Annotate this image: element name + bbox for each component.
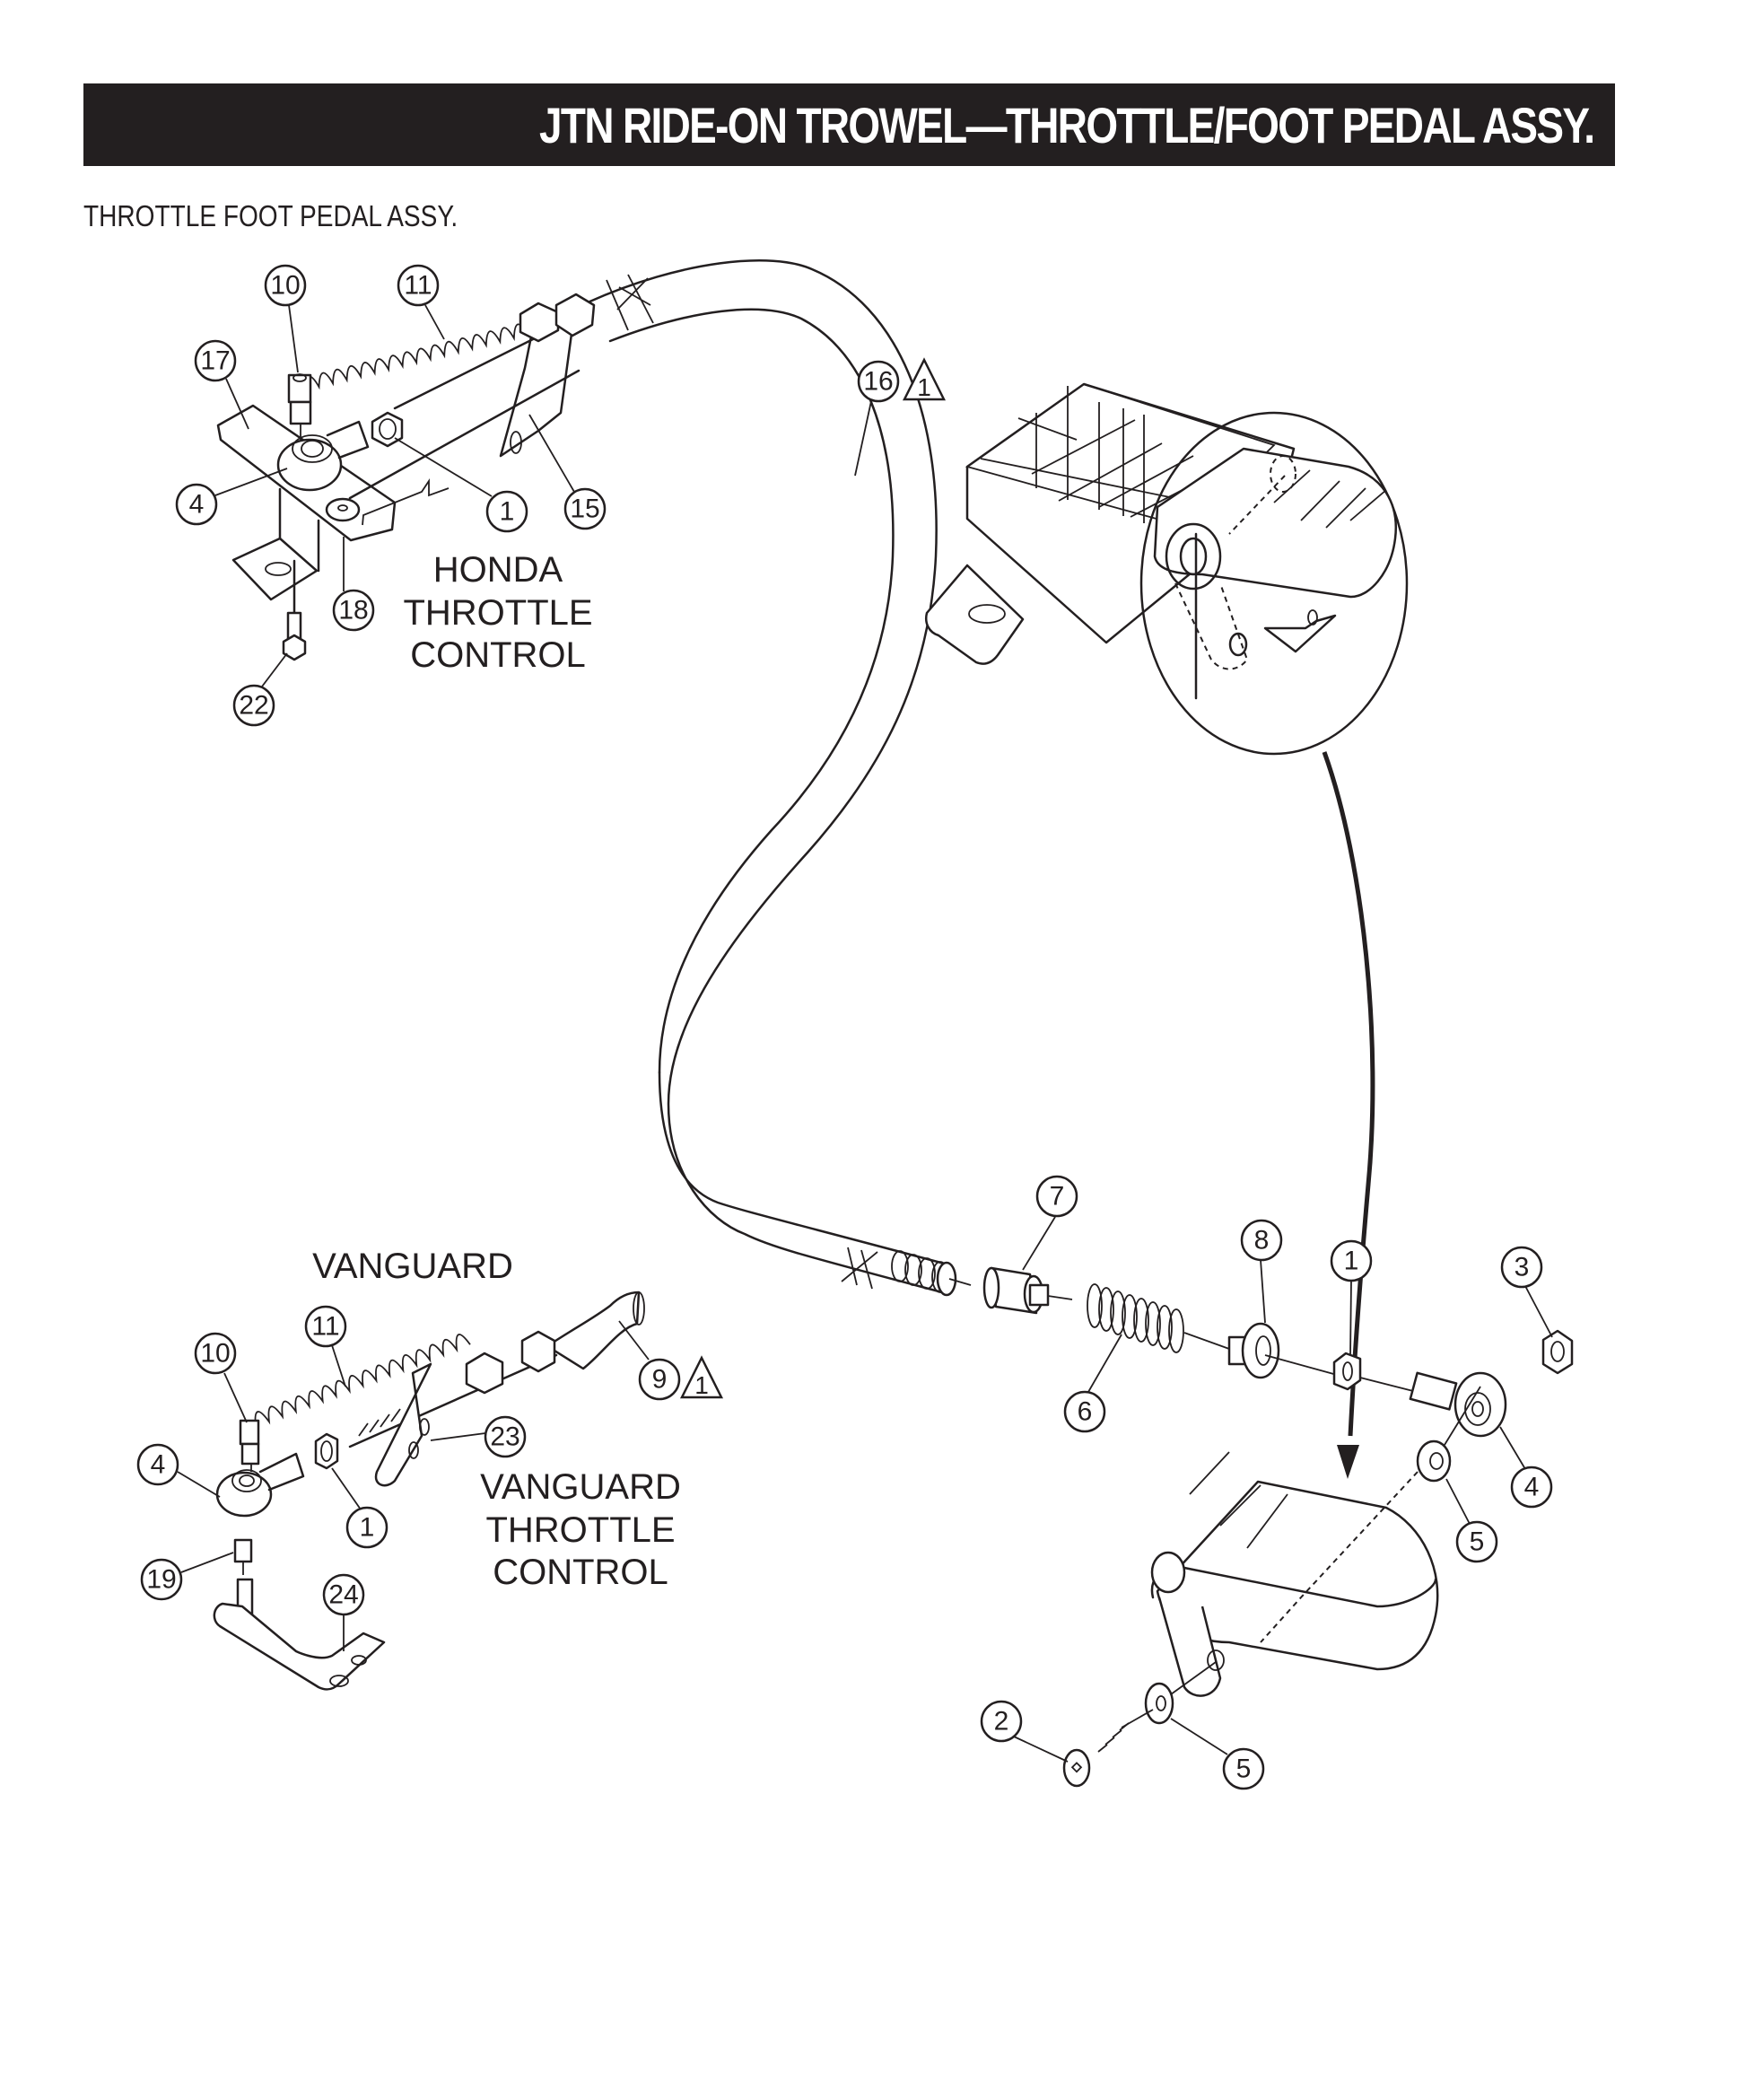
pedal-hardware [982,1266,1574,1483]
callout-part: 6 [1063,1390,1106,1433]
callout-part: 1 [345,1506,388,1549]
svg-text:3: 3 [1515,1253,1530,1282]
callout-part: 24 [322,1573,365,1616]
callout-part: 10 [194,1332,237,1375]
svg-text:22: 22 [239,691,268,721]
callout-part: 9 [638,1358,681,1401]
svg-text:7: 7 [1050,1182,1065,1212]
callout-part: 10 [264,264,307,307]
svg-text:10: 10 [270,271,300,301]
svg-text:5: 5 [1470,1527,1485,1557]
svg-text:9: 9 [652,1365,668,1395]
callout-part: 16 [857,360,900,403]
svg-text:23: 23 [490,1422,519,1452]
throttle-cable [586,259,972,1297]
svg-text:5: 5 [1236,1754,1252,1784]
svg-text:THROTTLE: THROTTLE [403,593,592,633]
detail-arrow [1322,751,1375,1479]
svg-text:17: 17 [200,346,230,376]
svg-text:6: 6 [1078,1397,1093,1427]
throttle-pedal [1062,1451,1439,1788]
note-triangle-icon: 1 [679,1355,724,1399]
callout-part: 7 [1035,1175,1078,1218]
honda-throttle-assembly [216,293,596,661]
svg-text:CONTROL: CONTROL [493,1553,668,1592]
callout-part: 19 [140,1558,183,1601]
vanguard-label: VANGUARD THROTTLE CONTROL [480,1467,681,1592]
svg-text:1: 1 [694,1371,709,1399]
callout-part: 15 [563,487,607,530]
svg-text:THROTTLE: THROTTLE [485,1510,675,1550]
svg-text:1: 1 [500,497,515,527]
svg-text:VANGUARD: VANGUARD [312,1247,513,1286]
callout-part: 4 [136,1443,179,1486]
page-title: JTN RIDE-ON TROWEL—THROTTLE/FOOT PEDAL A… [538,96,1595,153]
svg-text:1: 1 [360,1513,375,1543]
svg-text:CONTROL: CONTROL [410,635,586,675]
callout-part: 11 [304,1305,347,1348]
honda-label: HONDA THROTTLE CONTROL [403,550,592,675]
callout-part: 4 [175,483,218,526]
callouts-pedal: 7 8 1 3 6 4 5 2 5 [980,1175,1553,1790]
svg-text:16: 16 [863,367,893,397]
callout-part: 4 [1510,1466,1553,1509]
foot-pedal-housing [925,382,1409,756]
svg-text:8: 8 [1254,1226,1270,1256]
callouts-cable: 16 1 [857,357,947,403]
vanguard-heading: VANGUARD [312,1247,513,1286]
svg-text:4: 4 [1524,1473,1540,1502]
callout-part: 2 [980,1700,1023,1743]
callout-part: 18 [332,589,375,632]
svg-text:18: 18 [338,596,368,626]
callout-part: 23 [484,1415,527,1458]
diagram-subtitle: THROTTLE FOOT PEDAL ASSY. [83,199,458,232]
callout-part: 11 [397,264,440,307]
callout-part: 5 [1455,1520,1498,1563]
svg-text:10: 10 [200,1339,230,1369]
svg-text:19: 19 [146,1565,176,1595]
svg-text:4: 4 [151,1450,166,1480]
callout-part: 3 [1500,1246,1543,1289]
svg-text:15: 15 [570,494,599,524]
svg-text:VANGUARD: VANGUARD [480,1467,681,1507]
svg-text:HONDA: HONDA [433,550,563,590]
page-title-bar: JTN RIDE-ON TROWEL—THROTTLE/FOOT PEDAL A… [83,83,1615,166]
svg-text:1: 1 [1344,1247,1359,1276]
callout-part: 22 [232,684,275,727]
vanguard-throttle-assembly [213,1291,645,1691]
callouts-honda: 10 11 17 4 1 15 18 22 [175,264,607,727]
svg-text:11: 11 [404,271,432,301]
svg-text:24: 24 [328,1580,358,1610]
callouts-vanguard: 11 10 4 1 23 9 1 19 24 [136,1305,724,1616]
callout-part: 1 [485,490,528,533]
leader-lines [177,304,1553,1763]
callout-part: 1 [1330,1239,1373,1282]
note-triangle-icon: 1 [902,357,947,401]
callout-part: 5 [1222,1747,1265,1790]
svg-text:1: 1 [917,373,931,401]
svg-text:4: 4 [189,490,205,520]
callout-part: 17 [194,339,237,382]
honda-spring [304,319,543,391]
svg-text:2: 2 [994,1707,1009,1737]
svg-text:11: 11 [311,1312,339,1342]
callout-part: 8 [1240,1219,1283,1262]
